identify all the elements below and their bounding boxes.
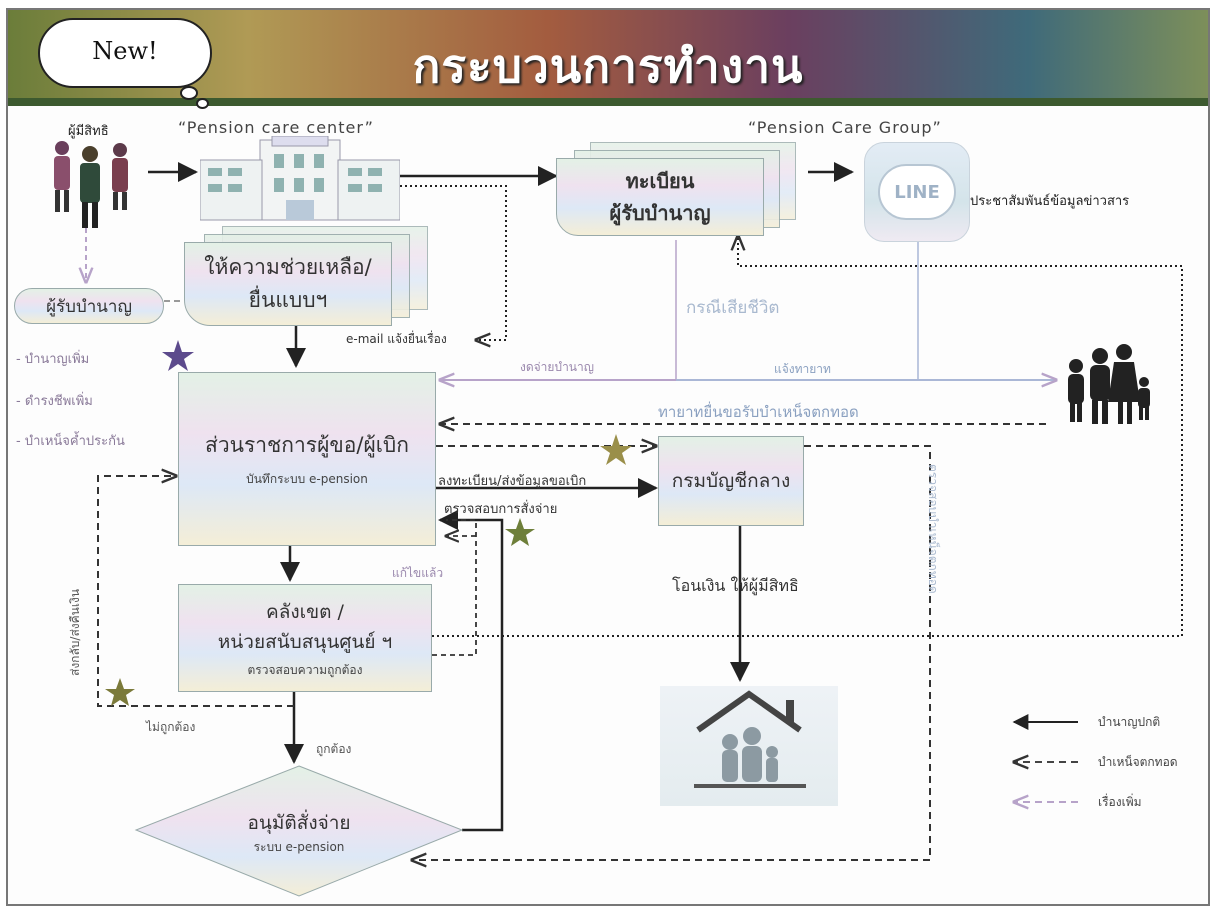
pr-text: ประชาสัมพันธ์ข้อมูลข่าวสาร	[970, 194, 1130, 209]
cloud-bubble-icon	[196, 98, 209, 109]
stop-pay-label: งดจ่ายบำนาญ	[520, 360, 594, 374]
verify-gratuity-label: ตรวจสอบบำเหน็จตกทอด	[926, 464, 940, 594]
page-title: กระบวนการทำงาน	[412, 39, 804, 93]
pensioner-item: - ดำรงชีพเพิ่ม	[16, 394, 93, 409]
registry-line-2: ผู้รับบำนาญ	[609, 201, 711, 225]
help-line-1: ให้ความช่วยเหลือ/	[204, 255, 372, 279]
cloud-bubble-icon	[180, 86, 198, 100]
heir-claim-label: ทายาทยื่นขอรับบำเหน็จตกทอด	[658, 403, 859, 421]
legend-solid-label: บำนาญปกติ	[1098, 715, 1161, 729]
death-case-label: กรณีเสียชีวิต	[686, 298, 780, 318]
register-send-label: ลงทะเบียน/ส่งข้อมูลขอเบิก	[438, 474, 587, 489]
transfer-label: โอนเงิน ให้ผู้มีสิทธิ	[672, 576, 799, 595]
legend-dashed-label: บำเหน็จตกทอด	[1098, 755, 1178, 769]
approve-node: อนุมัติสั่งจ่าย ระบบ e-pension	[214, 800, 384, 864]
pensioner-item: - บำเหน็จค้ำประกัน	[16, 434, 125, 449]
new-badge-label: New!	[92, 37, 158, 65]
help-form-box: ให้ความช่วยเหลือ/ ยื่นแบบฯ	[184, 242, 392, 326]
heirs-family-icon	[1068, 344, 1150, 424]
pension-care-center-label: “Pension care center”	[178, 118, 374, 137]
eligible-person-label: ผู้มีสิทธิ	[68, 124, 109, 139]
approve-diamond-shape	[134, 765, 464, 897]
pensioner-item: - บำนาญเพิ่ม	[16, 352, 90, 367]
fixed-label: แก้ไขแล้ว	[392, 566, 444, 580]
eligible-persons-icon	[54, 141, 128, 228]
registry-line-1: ทะเบียน	[625, 169, 695, 193]
building-icon	[200, 136, 400, 221]
registry-box: ทะเบียน ผู้รับบำนาญ	[556, 158, 764, 236]
pensioner-pill: ผู้รับบำนาญ	[14, 288, 164, 324]
provincial-line-2: หน่วยสนับสนุนศูนย์ ฯ	[217, 630, 393, 653]
approve-title: อนุมัติสั่งจ่าย	[247, 811, 351, 834]
provincial-subtitle: ตรวจสอบความถูกต้อง	[247, 662, 363, 677]
line-logo-text: LINE	[878, 164, 956, 220]
help-line-2: ยื่นแบบฯ	[248, 288, 328, 312]
house-family-icon	[694, 690, 806, 788]
pensioner-label: ผู้รับบำนาญ	[46, 296, 132, 317]
incorrect-label: ไม่ถูกต้อง	[146, 720, 196, 734]
agency-box: ส่วนราชการผู้ขอ/ผู้เบิก บันทึกระบบ e-pen…	[178, 372, 436, 546]
agency-subtitle: บันทึกระบบ e-pension	[246, 472, 368, 486]
correct-label: ถูกต้อง	[316, 742, 352, 756]
pension-care-group-label: “Pension Care Group”	[748, 118, 942, 137]
treasury-title: กรมบัญชีกลาง	[671, 470, 791, 492]
approve-subtitle: ระบบ e-pension	[253, 839, 345, 854]
treasury-box: กรมบัญชีกลาง	[658, 436, 804, 526]
return-label: ส่งกลับ/ส่งคืนเงิน	[68, 588, 82, 676]
provincial-box: คลังเขต / หน่วยสนับสนุนศูนย์ ฯ ตรวจสอบคว…	[178, 584, 432, 692]
family-house-image	[660, 686, 838, 806]
line-app-icon: LINE	[864, 142, 970, 242]
check-order-label: ตรวจสอบการสั่งจ่าย	[444, 502, 558, 517]
legend-light-label: เรื่องเพิ่ม	[1098, 795, 1142, 809]
notify-heir-label: แจ้งทายาท	[774, 362, 831, 376]
new-badge-cloud: New!	[38, 18, 212, 88]
provincial-line-1: คลังเขต /	[266, 600, 344, 623]
agency-title: ส่วนราชการผู้ขอ/ผู้เบิก	[205, 433, 409, 457]
email-notify-label: e-mail แจ้งยื่นเรื่อง	[346, 332, 447, 346]
